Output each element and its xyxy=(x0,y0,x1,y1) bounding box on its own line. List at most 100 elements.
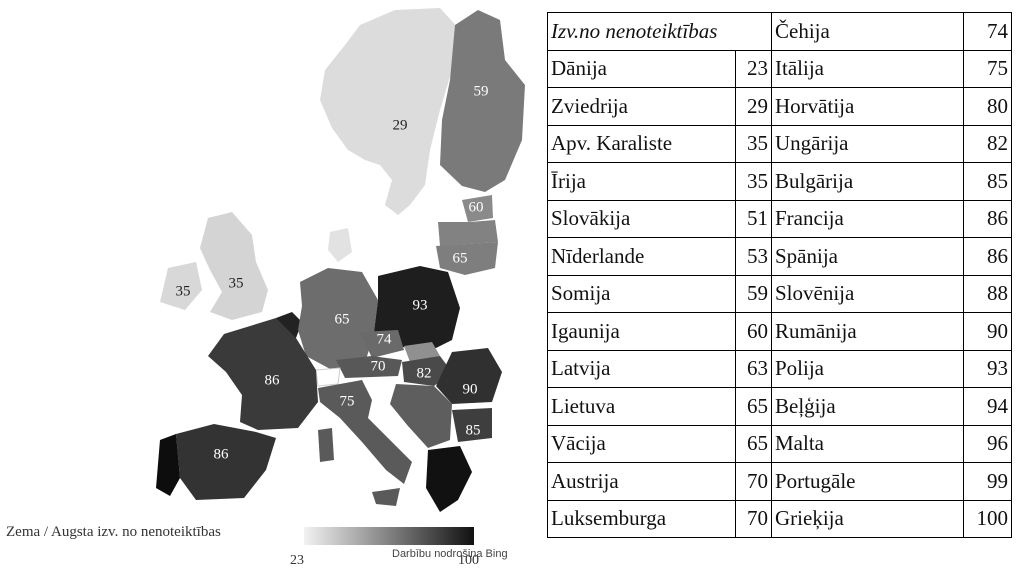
country-name: Portugāle xyxy=(771,462,964,501)
country-value: 35 xyxy=(735,162,772,201)
legend-gradient-bar xyxy=(304,527,474,545)
country-value: 23 xyxy=(735,49,772,88)
map-label-norway: 29 xyxy=(393,117,408,133)
region-portugal xyxy=(156,434,180,496)
country-name: Francija xyxy=(771,199,964,238)
region-finland xyxy=(440,10,525,192)
country-name: Polija xyxy=(771,349,964,388)
map-label-bulgaria: 85 xyxy=(466,422,481,438)
map-label-austria: 70 xyxy=(371,358,386,374)
country-name: Austrija xyxy=(547,462,736,501)
country-value: 53 xyxy=(735,237,772,276)
country-value: 65 xyxy=(735,387,772,426)
country-value: 100 xyxy=(963,499,1012,538)
country-name: Itālija xyxy=(771,49,964,88)
region-norway-sweden xyxy=(320,8,460,215)
country-name: Luksemburga xyxy=(547,499,736,538)
region-sardinia xyxy=(318,428,334,462)
country-name: Latvija xyxy=(547,349,736,388)
choropleth-map-panel: 29 59 60 65 35 35 65 93 74 70 82 90 86 7… xyxy=(6,8,525,568)
map-label-spain: 86 xyxy=(214,446,230,462)
region-italy xyxy=(318,380,412,484)
region-hungary xyxy=(402,356,452,386)
table-header-cell: Izv.no nenoteiktības xyxy=(547,12,772,51)
country-name: Slovākija xyxy=(547,199,736,238)
country-name: Malta xyxy=(771,424,964,463)
country-value: 29 xyxy=(735,87,772,126)
region-switzerland xyxy=(315,367,341,387)
country-value: 86 xyxy=(963,237,1012,276)
country-name: Slovēnija xyxy=(771,274,964,313)
region-spain xyxy=(176,424,276,500)
map-label-italy: 75 xyxy=(340,393,355,409)
map-label-france: 86 xyxy=(265,372,281,388)
map-label-poland: 93 xyxy=(413,297,428,313)
region-greece xyxy=(426,446,472,512)
country-value: 90 xyxy=(963,312,1012,351)
country-value: 60 xyxy=(735,312,772,351)
country-name: Rumānija xyxy=(771,312,964,351)
map-credit: Darbību nodrošina Bing xyxy=(392,548,508,560)
region-balkans xyxy=(390,384,452,448)
region-austria xyxy=(336,356,402,378)
country-name: Somija xyxy=(547,274,736,313)
map-label-uk: 35 xyxy=(229,275,244,291)
legend-title: Zema / Augsta izv. no nenoteiktības xyxy=(6,524,221,540)
legend-min-value: 23 xyxy=(290,553,304,568)
country-name: Horvātija xyxy=(771,87,964,126)
country-value: 82 xyxy=(963,124,1012,163)
country-value: 93 xyxy=(963,349,1012,388)
region-france xyxy=(208,318,318,430)
region-germany xyxy=(298,268,378,370)
country-value: 80 xyxy=(963,87,1012,126)
europe-map: 29 59 60 65 35 35 65 93 74 70 82 90 86 7… xyxy=(156,8,525,512)
country-value: 94 xyxy=(963,387,1012,426)
map-label-hungary: 82 xyxy=(417,365,432,381)
country-value: 70 xyxy=(735,462,772,501)
country-value: 35 xyxy=(735,124,772,163)
country-name: Īrija xyxy=(547,162,736,201)
country-name: Zviedrija xyxy=(547,87,736,126)
country-value: 85 xyxy=(963,162,1012,201)
country-value: 51 xyxy=(735,199,772,238)
country-value: 63 xyxy=(735,349,772,388)
country-name: Bulgārija xyxy=(771,162,964,201)
map-label-czechia: 74 xyxy=(377,331,393,347)
country-name: Spānija xyxy=(771,237,964,276)
country-value: 59 xyxy=(735,274,772,313)
map-label-lithuania: 65 xyxy=(453,250,468,266)
country-name: Dānija xyxy=(547,49,736,88)
country-name: Apv. Karaliste xyxy=(547,124,736,163)
country-name: Grieķija xyxy=(771,499,964,538)
region-sicily xyxy=(372,488,400,506)
country-name: Ungārija xyxy=(771,124,964,163)
country-name: Vācija xyxy=(547,424,736,463)
region-estonia xyxy=(462,195,493,222)
region-latvia xyxy=(438,220,498,246)
country-name: Lietuva xyxy=(547,387,736,426)
region-romania xyxy=(436,348,502,404)
country-value: 74 xyxy=(963,12,1012,51)
map-label-romania: 90 xyxy=(463,381,478,397)
map-label-finland: 59 xyxy=(474,83,489,99)
country-value: 86 xyxy=(963,199,1012,238)
map-label-estonia: 60 xyxy=(469,199,484,215)
region-denmark xyxy=(328,228,352,262)
country-name: Čehija xyxy=(771,12,964,51)
country-value: 88 xyxy=(963,274,1012,313)
